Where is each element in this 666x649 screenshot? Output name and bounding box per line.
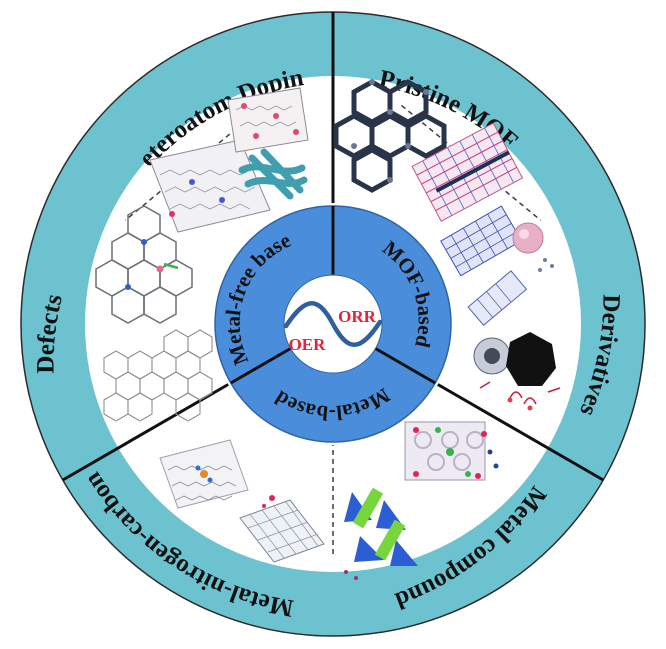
metal-compound-crystal-lattice-icon	[344, 421, 499, 580]
sector-divider	[436, 382, 604, 482]
defective-graphene-sheets-icon	[95, 205, 213, 422]
sector-divider	[62, 382, 230, 482]
inner-divider	[373, 346, 436, 385]
orr-label: ORR	[338, 307, 377, 326]
pristine-mof-framework-icon	[333, 79, 524, 222]
wave-icon	[283, 301, 383, 347]
inner-divider	[230, 346, 293, 385]
oer-label: OER	[289, 335, 327, 354]
metal-nitrogen-carbon-lattice-icon	[159, 439, 325, 563]
heteroatom-doped-graphene-sheets-icon	[149, 87, 309, 233]
mof-derived-nanostructures-icon	[440, 205, 561, 411]
